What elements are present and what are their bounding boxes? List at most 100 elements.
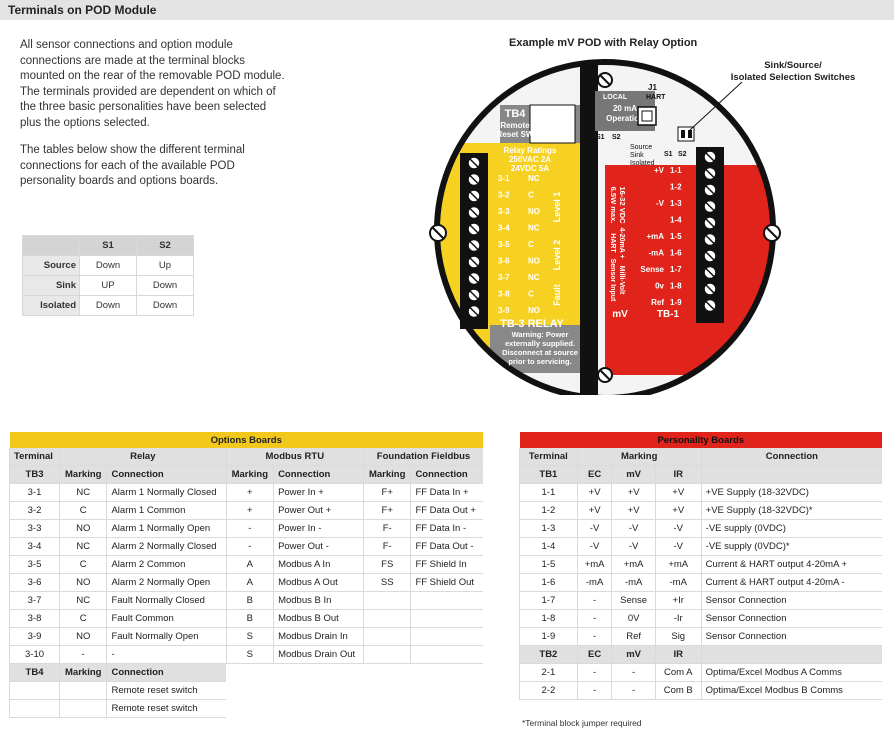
callout-leader-line — [689, 81, 743, 131]
table-cell: Alarm 1 Common — [106, 501, 227, 520]
table-cell: + — [225, 483, 274, 502]
tb4-block — [529, 104, 576, 144]
tb4-sub1: Remote — [500, 121, 530, 130]
terminal-screw — [467, 205, 481, 220]
table-cell: 1-2 — [519, 501, 578, 520]
relay-terminal-label: 3-7 — [498, 273, 510, 282]
switch-callout-line-2: Isolated Selection Switches — [730, 72, 856, 83]
switch-cell: Up — [136, 255, 194, 276]
personality-boards-table: Personality Boards Terminal Marking Conn… — [519, 432, 882, 700]
table-cell: NO — [59, 627, 107, 646]
relay-ratings-3: 24VDC 5A — [511, 164, 549, 173]
personality-title-row: Personality Boards — [519, 432, 882, 448]
table-cell: A — [225, 573, 274, 592]
table-cell: C — [59, 555, 107, 574]
warning-line-1: Warning: Power — [512, 330, 569, 339]
table-cell: Current & HART output 4-20mA + — [700, 555, 882, 574]
table-cell: -mA — [576, 573, 612, 592]
terminal-screw — [703, 232, 717, 247]
table-row: 1-4-V-V-V-VE supply (0VDC)* — [519, 537, 882, 556]
table-row: Remote reset switch — [8, 699, 484, 718]
table-cell: -V — [576, 537, 612, 556]
personality-sub-blank — [700, 465, 882, 484]
table-cell: B — [225, 591, 274, 610]
tb2-header-ec: EC — [576, 645, 612, 664]
relay-terminal-label: 3-4 — [498, 224, 510, 233]
relay-marking-label: NO — [528, 257, 540, 266]
terminal-screw — [703, 249, 717, 263]
terminal-screw — [703, 199, 717, 214]
options-group-fieldbus: Foundation Fieldbus — [362, 448, 483, 466]
sensor-line-2: Sensor Input — [609, 259, 616, 302]
table-cell: - — [576, 591, 612, 610]
relay-terminal-label: 3-1 — [498, 174, 510, 183]
table-cell — [59, 699, 107, 718]
relay-ratings-1: Relay Ratings — [504, 146, 557, 155]
sink-label: Sink — [630, 152, 644, 159]
table-cell: 1-3 — [519, 519, 578, 538]
personality-group-terminal: Terminal — [519, 448, 578, 466]
table-cell: + — [225, 501, 274, 520]
switch-row: Sink UP Down — [22, 275, 194, 296]
options-sub-marking: Marking — [225, 465, 274, 484]
sensor-line-1: Milli-Volt — [618, 266, 625, 295]
table-cell: -V — [576, 519, 612, 538]
table-cell: 1-8 — [519, 609, 578, 628]
personality-group-header: Terminal Marking Connection — [519, 448, 882, 466]
relay-marking-label: C — [528, 191, 534, 200]
switch-s1-toggle — [681, 130, 685, 138]
table-cell: Com A — [654, 663, 702, 682]
table-cell: 3-5 — [8, 555, 60, 574]
personality-rows: 1-1+V+V+V+VE Supply (18-32VDC)1-2+V+V+V+… — [519, 483, 882, 646]
table-cell: Modbus A In — [273, 555, 364, 574]
mv-label: mV — [612, 309, 628, 320]
table-cell: 3-3 — [8, 519, 60, 538]
tb3-relay-label: TB-3 RELAY — [500, 318, 564, 330]
table-row: Remote reset switch — [8, 681, 484, 700]
tb2-header-terminal: TB2 — [519, 645, 578, 664]
terminal-screw — [467, 222, 481, 236]
table-cell: FF Shield Out — [410, 573, 483, 592]
tb1-screws — [703, 150, 717, 313]
personality-group-marking: Marking — [576, 448, 702, 466]
table-cell: Remote reset switch — [106, 681, 227, 700]
screw-right — [763, 224, 781, 242]
pod-module-diagram: TB4 Remote Reset SW LOCAL J1 HART 20 mA … — [429, 59, 781, 395]
table-cell: +mA — [611, 555, 656, 574]
tb4-spacer — [226, 700, 483, 718]
switch-callout-line-1: Sink/Source/ — [764, 60, 822, 71]
table-cell: Alarm 2 Common — [106, 555, 227, 574]
table-cell: -VE supply (0VDC) — [700, 519, 882, 538]
switch-row: Source Down Up — [22, 255, 194, 276]
table-cell: FF Data In + — [410, 483, 483, 502]
table-row: 1-2+V+V+V+VE Supply (18-32VDC)* — [519, 501, 882, 520]
table-cell: F- — [362, 537, 411, 556]
intro-text: All sensor connections and option module… — [20, 38, 290, 190]
tb4-header-spacer — [226, 663, 483, 682]
table-cell: NO — [59, 519, 107, 538]
tb2-header-mv: mV — [611, 645, 656, 664]
table-cell: Sensor Connection — [700, 609, 882, 628]
table-cell: +mA — [576, 555, 612, 574]
table-cell: 1-7 — [519, 591, 578, 610]
switch-table-header: S1 S2 — [22, 235, 194, 256]
table-cell: +V — [654, 483, 702, 502]
table-cell: B — [225, 609, 274, 628]
table-cell — [362, 609, 411, 628]
table-cell: Alarm 2 Normally Open — [106, 573, 227, 592]
table-cell: - — [576, 609, 612, 628]
mv-marking-label: Ref — [651, 298, 664, 307]
table-cell: Power Out - — [273, 537, 364, 556]
terminal-screw — [467, 189, 481, 203]
table-cell: Alarm 1 Normally Open — [106, 519, 227, 538]
switch-row: Isolated Down Down — [22, 295, 194, 316]
table-cell: +VE Supply (18-32VDC)* — [700, 501, 882, 520]
